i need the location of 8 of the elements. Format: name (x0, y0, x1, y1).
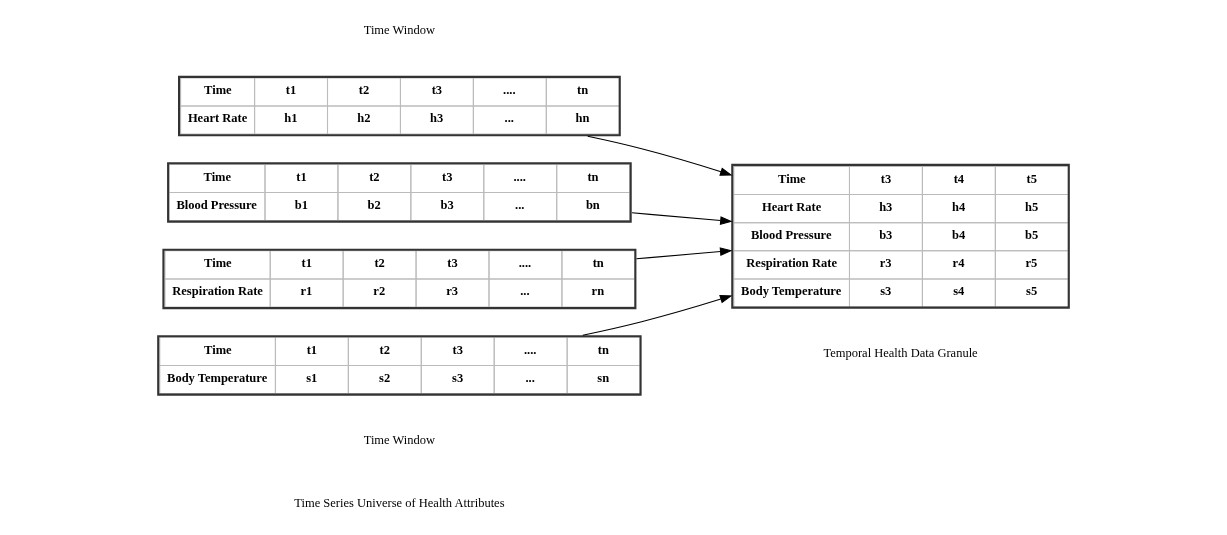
label: Time Window (363, 23, 436, 38)
arrow (582, 294, 733, 336)
node-label: Temporal Health Data Granule (823, 346, 978, 361)
label: Time Window (363, 432, 436, 447)
label: Time Series Universe of Health Attributes (294, 496, 505, 511)
arrow (635, 247, 733, 260)
arrow (631, 212, 733, 225)
arrow (587, 135, 733, 176)
